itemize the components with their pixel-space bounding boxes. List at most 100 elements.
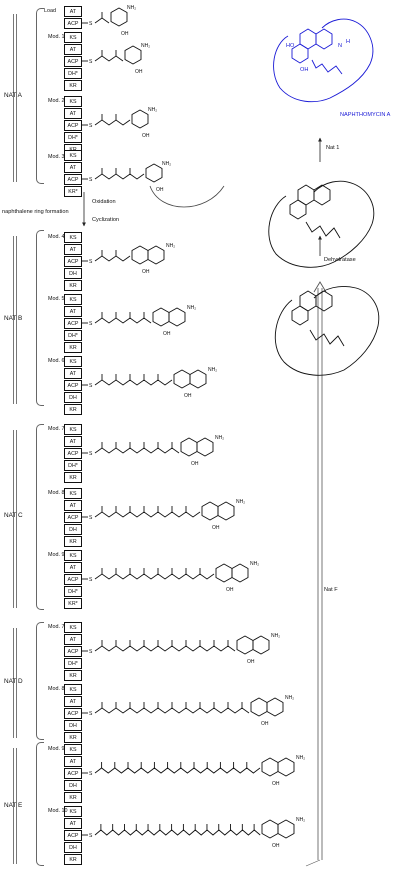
hydroxyl-label: OH [226,587,234,593]
domain-box: DH* [64,460,82,471]
domain-box: KS [64,424,82,435]
module-label: Mod. 4 [48,234,65,240]
sulfur-atom: S [89,59,93,65]
module-label: Mod. 8 [48,686,65,692]
naphthalene-core [201,501,235,521]
domain-box: DH* [64,330,82,341]
domain-box: AT [64,368,82,379]
sulfur-atom: S [89,577,93,583]
amine-label: NH₂ [296,755,305,761]
domain-box: AT [64,44,82,55]
polyketide-chain [94,573,215,580]
domain-box: AT [64,306,82,317]
module-rail [13,236,17,404]
amine-label: NH₂ [215,435,224,441]
domain-box: KR [64,472,82,483]
hydroxyl-label: OH [261,721,269,727]
amine-label: NH₂ [271,633,280,639]
domain-box: AT [64,500,82,511]
domain-box: AT [64,756,82,767]
domain-box: KS [64,356,82,367]
polyketide-chain [94,767,261,774]
domain-box: KS [64,294,82,305]
hydroxyl-label: OH [212,525,220,531]
domain-box: DH [64,524,82,535]
module-label: Mod. 7 [48,426,65,432]
domain-box: ACP [64,830,82,841]
nat-a-label: NAT A [4,92,22,99]
ring-formation-label: naphthalene ring formation [2,209,69,215]
aromatic-ring [124,45,142,65]
module-rail [13,748,17,864]
domain-box: KR [64,732,82,743]
hydroxyl-label: OH [247,659,255,665]
domain-box: KR [64,342,82,353]
domain-box: KR [64,536,82,547]
module-rail [13,430,17,608]
sulfur-atom: S [89,771,93,777]
module-label: Mod. 2 [48,98,65,104]
aromatic-ring [145,163,163,183]
domain-box: ACP [64,646,82,657]
amine-label: NH₂ [166,243,175,249]
nat-e-brace [36,742,44,866]
product-h-label: H [346,39,351,45]
domain-box: AT [64,6,82,17]
domain-box: ACP [64,318,82,329]
domain-box: ACP [64,574,82,585]
naphthalene-core [131,245,165,265]
polyketide-chain [94,317,152,324]
domain-box: KR [64,792,82,803]
domain-box: ACP [64,18,82,29]
amine-label: NH₂ [141,43,150,49]
polyketide-chain [94,511,201,518]
sulfur-atom: S [89,649,93,655]
amine-label: NH₂ [162,161,171,167]
polyketide-chain [94,55,124,62]
hydroxyl-label: OH [142,133,150,139]
domain-box: ACP [64,120,82,131]
nat-d-brace [36,622,44,740]
nat-c-brace [36,424,44,610]
hydroxyl-label: OH [191,461,199,467]
hydroxyl-label: OH [272,781,280,787]
nat1-label: Nat 1 [326,145,340,151]
polyketide-chain [94,119,131,126]
module-label: Mod. 9 [48,746,65,752]
module-rail [13,628,17,738]
domain-box: KS [64,622,82,633]
domain-box: KR [64,854,82,865]
domain-box: KS [64,806,82,817]
polyketide-chain [94,829,261,836]
domain-box: DH* [64,586,82,597]
hydroxyl-label: OH [184,393,192,399]
hydroxyl-label: OH [121,31,129,37]
natf-label: Nat F [324,587,338,593]
macrocycle-naphthomycin-a [273,18,374,103]
macrocycle-intermediate-1 [274,286,380,376]
domain-box: AT [64,244,82,255]
domain-box: ACP [64,448,82,459]
polyketide-chain [94,707,250,714]
product-oh-label: OH [300,67,309,73]
polyketide-chain [94,379,173,386]
domain-box: DH [64,720,82,731]
sulfur-atom: S [89,383,93,389]
amine-label: NH₂ [296,817,305,823]
module-label: Mod. 1 [48,34,65,40]
hydroxyl-label: OH [156,187,164,193]
module-label: Mod. 6 [48,358,65,364]
domain-box: KS [64,96,82,107]
polyketide-chain [94,447,180,454]
polyketide-chain [94,173,145,180]
amine-label: NH₂ [127,5,136,11]
product-name-label: NAPHTHOMYCIN A [340,112,391,118]
nat-a-brace [36,8,44,184]
amine-label: NH₂ [285,695,294,701]
domain-box: KR [64,404,82,415]
domain-box: KS [64,550,82,561]
nat-e-label: NAT E [4,802,23,809]
domain-box: KR [64,280,82,291]
module-label: Mod. 3 [48,154,65,160]
